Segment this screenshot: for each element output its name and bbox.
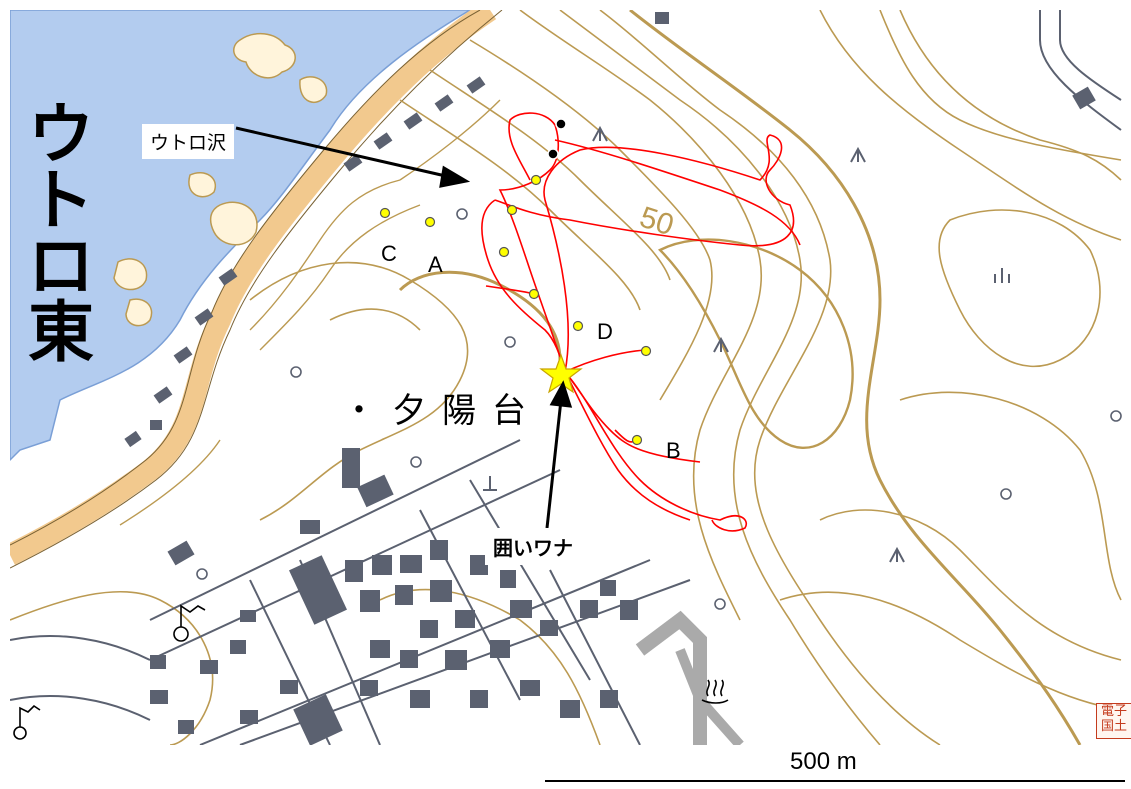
shrine-icon xyxy=(173,604,206,642)
yellow-point xyxy=(424,216,436,228)
ring-symbol xyxy=(290,366,302,378)
star-icon xyxy=(539,353,583,394)
ring-symbol xyxy=(456,208,468,220)
point-label-c: C xyxy=(381,241,397,266)
broadleaf-tree-icon xyxy=(713,336,729,353)
callout-utoro-zawa: ウトロ沢 xyxy=(142,124,235,159)
topographic-map: 50 xyxy=(10,10,1122,745)
point-label-d: D xyxy=(597,319,613,344)
yellow-point xyxy=(640,345,652,357)
coastal-road xyxy=(10,10,497,565)
broadleaf-tree-icon xyxy=(850,146,866,163)
hot-spring-icon xyxy=(701,679,729,704)
place-char: 東 xyxy=(28,294,94,371)
waypoint-icon xyxy=(555,118,567,130)
ring-symbol xyxy=(714,598,726,610)
arrow-trap xyxy=(545,399,563,529)
rocks xyxy=(113,258,148,291)
ring-symbol xyxy=(196,568,208,580)
ring-symbol xyxy=(1110,410,1122,422)
contour-label: 50 xyxy=(636,201,678,243)
denshi-kokudo-seal: 電子国土 xyxy=(1096,703,1131,739)
post-office-icon xyxy=(483,476,497,491)
yellow-point xyxy=(572,320,584,332)
point-label-b: B xyxy=(666,438,681,463)
scale-label: 500 m xyxy=(790,748,857,775)
shrine-icon xyxy=(13,704,41,740)
coastal-road-edge xyxy=(10,10,503,569)
yellow-point xyxy=(498,246,510,258)
yellow-point xyxy=(631,434,643,446)
broadleaf-tree-icon xyxy=(592,125,608,142)
ring-symbol xyxy=(410,456,422,468)
arrow-utoro xyxy=(235,126,451,179)
yellow-point xyxy=(528,288,540,300)
rocks xyxy=(233,33,296,79)
place-name-utoro-east: ウ ト ロ 東 xyxy=(24,102,98,366)
rocks xyxy=(188,171,217,198)
waypoint-icon xyxy=(547,148,559,160)
yellow-point xyxy=(506,204,518,216)
place-name-yuhidai: ・夕陽台 xyxy=(342,391,542,431)
wasteland-icon xyxy=(994,268,1010,283)
scale-bar xyxy=(545,780,1125,782)
yellow-point xyxy=(530,174,542,186)
coastal-road-edge xyxy=(10,10,481,546)
ring-symbol xyxy=(504,336,516,348)
broadleaf-tree-icon xyxy=(889,546,905,563)
rocks xyxy=(209,201,258,246)
yellow-point xyxy=(379,207,391,219)
callout-trap: 囲いワナ xyxy=(485,528,581,565)
place-char: ト xyxy=(28,162,94,239)
point-label-a: A xyxy=(428,252,443,277)
rocks xyxy=(125,298,153,327)
rocks xyxy=(299,76,328,104)
grey-road xyxy=(675,648,744,745)
place-char: ロ xyxy=(28,228,94,305)
ring-symbol xyxy=(1000,488,1012,500)
place-char: ウ xyxy=(28,96,94,173)
map-frame: 50 xyxy=(10,10,1131,745)
